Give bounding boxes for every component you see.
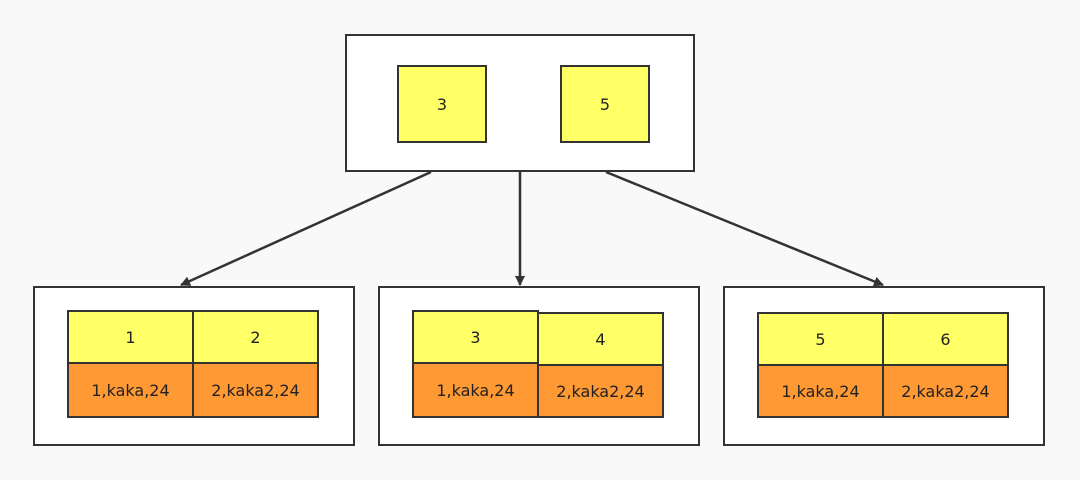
leaf-node-3: 5 6 1,kaka,24 2,kaka2,24 bbox=[723, 286, 1045, 446]
leaf-3-key-1: 5 bbox=[757, 312, 884, 366]
leaf-2-value-1: 1,kaka,24 bbox=[412, 362, 539, 418]
leaf-2-key-1: 3 bbox=[412, 310, 539, 364]
arrow-to-leaf-1 bbox=[180, 170, 432, 287]
leaf-3-key-2: 6 bbox=[882, 312, 1009, 366]
leaf-3-value-1: 1,kaka,24 bbox=[757, 364, 884, 418]
leaf-3-value-2: 2,kaka2,24 bbox=[882, 364, 1009, 418]
leaf-1-key-2: 2 bbox=[192, 310, 319, 364]
leaf-node-1: 1 2 1,kaka,24 2,kaka2,24 bbox=[33, 286, 355, 446]
leaf-1-value-1: 1,kaka,24 bbox=[67, 362, 194, 418]
leaf-2-key-2: 4 bbox=[537, 312, 664, 366]
leaf-1-value-2: 2,kaka2,24 bbox=[192, 362, 319, 418]
root-key-2: 5 bbox=[560, 65, 650, 143]
arrow-to-leaf-3 bbox=[605, 170, 884, 287]
leaf-2-value-2: 2,kaka2,24 bbox=[537, 364, 664, 418]
root-node: 3 5 bbox=[345, 34, 695, 172]
root-key-1: 3 bbox=[397, 65, 487, 143]
leaf-node-2: 3 4 1,kaka,24 2,kaka2,24 bbox=[378, 286, 700, 446]
leaf-1-key-1: 1 bbox=[67, 310, 194, 364]
